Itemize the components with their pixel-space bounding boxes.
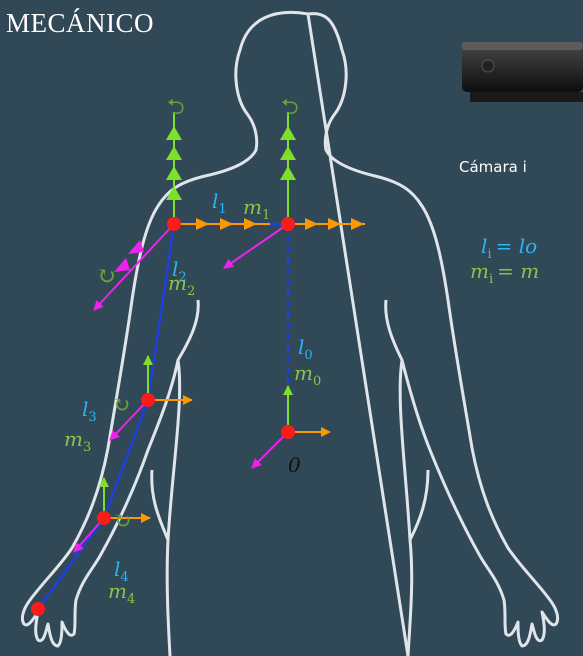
camera-caption: Cámara i [459, 158, 527, 176]
rotation-icon-wrist: ↻ [113, 509, 131, 534]
joint-shoulder [167, 217, 181, 231]
joint-wrist [97, 511, 111, 525]
rotation-icon-elbow: ↻ [112, 393, 130, 418]
label-m4: m4 [108, 579, 135, 607]
rotation-icon-shoulder-z: ↻ [96, 262, 116, 290]
label-l3: l3 [82, 397, 97, 425]
label-m0: m0 [294, 361, 321, 389]
camera-icon [462, 42, 583, 102]
label-m1: m1 [243, 195, 270, 223]
equation-mass: mi= m [470, 259, 539, 287]
frame-wrist: ↻ [74, 478, 150, 552]
label-l1: l1 [212, 189, 227, 217]
joint-hand [31, 602, 45, 616]
label-m2: m2 [168, 271, 195, 299]
joint-origin [281, 425, 295, 439]
label-l0: l0 [298, 335, 313, 363]
arm-inner-outline [152, 300, 428, 540]
joint-neck [281, 217, 295, 231]
svg-text:li= lo: li= lo [481, 234, 537, 262]
label-m3: m3 [64, 427, 91, 455]
rotation-icon-shoulder: ⮌ [167, 95, 185, 120]
origin-label: 0 [288, 453, 301, 477]
svg-text:mi= m: mi= m [470, 259, 539, 287]
rotation-icon-neck: ⮌ [281, 95, 299, 120]
joint-elbow [141, 393, 155, 407]
equation-length: li= lo [481, 234, 537, 262]
link-upper-arm [148, 224, 174, 400]
